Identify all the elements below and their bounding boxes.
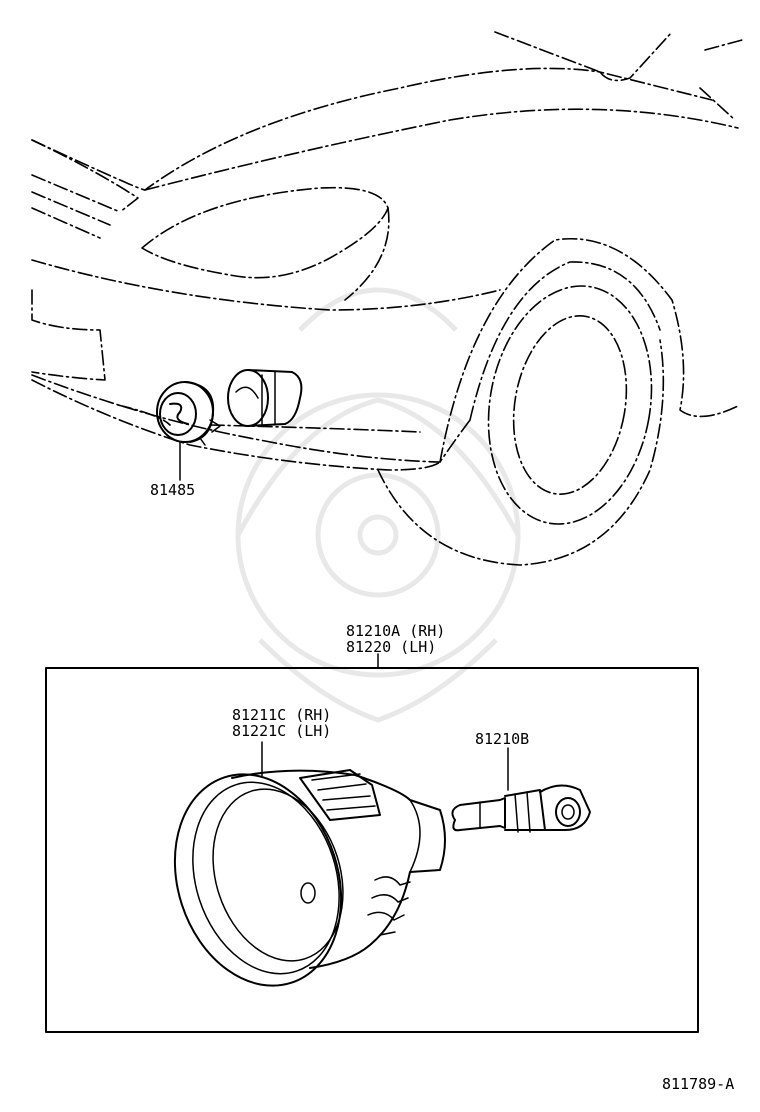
part-number-bulb: 81210B bbox=[475, 730, 530, 748]
fog-lamp-bulb-drawing bbox=[451, 747, 591, 833]
part-number-bezel: 81485 bbox=[150, 481, 196, 499]
assembly-box bbox=[45, 653, 699, 1033]
car-body-outline bbox=[31, 31, 743, 566]
fog-lamp-unit-drawing bbox=[173, 741, 446, 987]
part-number-lamp-unit-rh: 81211C (RH) bbox=[232, 706, 332, 724]
part-number-assembly-lh: 81220 (LH) bbox=[346, 638, 437, 656]
diagram-id: 811789-A bbox=[662, 1075, 735, 1093]
fog-lamp-bezel-part bbox=[156, 369, 303, 481]
part-number-assembly-rh: 81210A (RH) bbox=[346, 622, 446, 640]
part-number-lamp-unit-lh: 81221C (LH) bbox=[232, 722, 332, 740]
watermark-emblem bbox=[235, 287, 521, 723]
